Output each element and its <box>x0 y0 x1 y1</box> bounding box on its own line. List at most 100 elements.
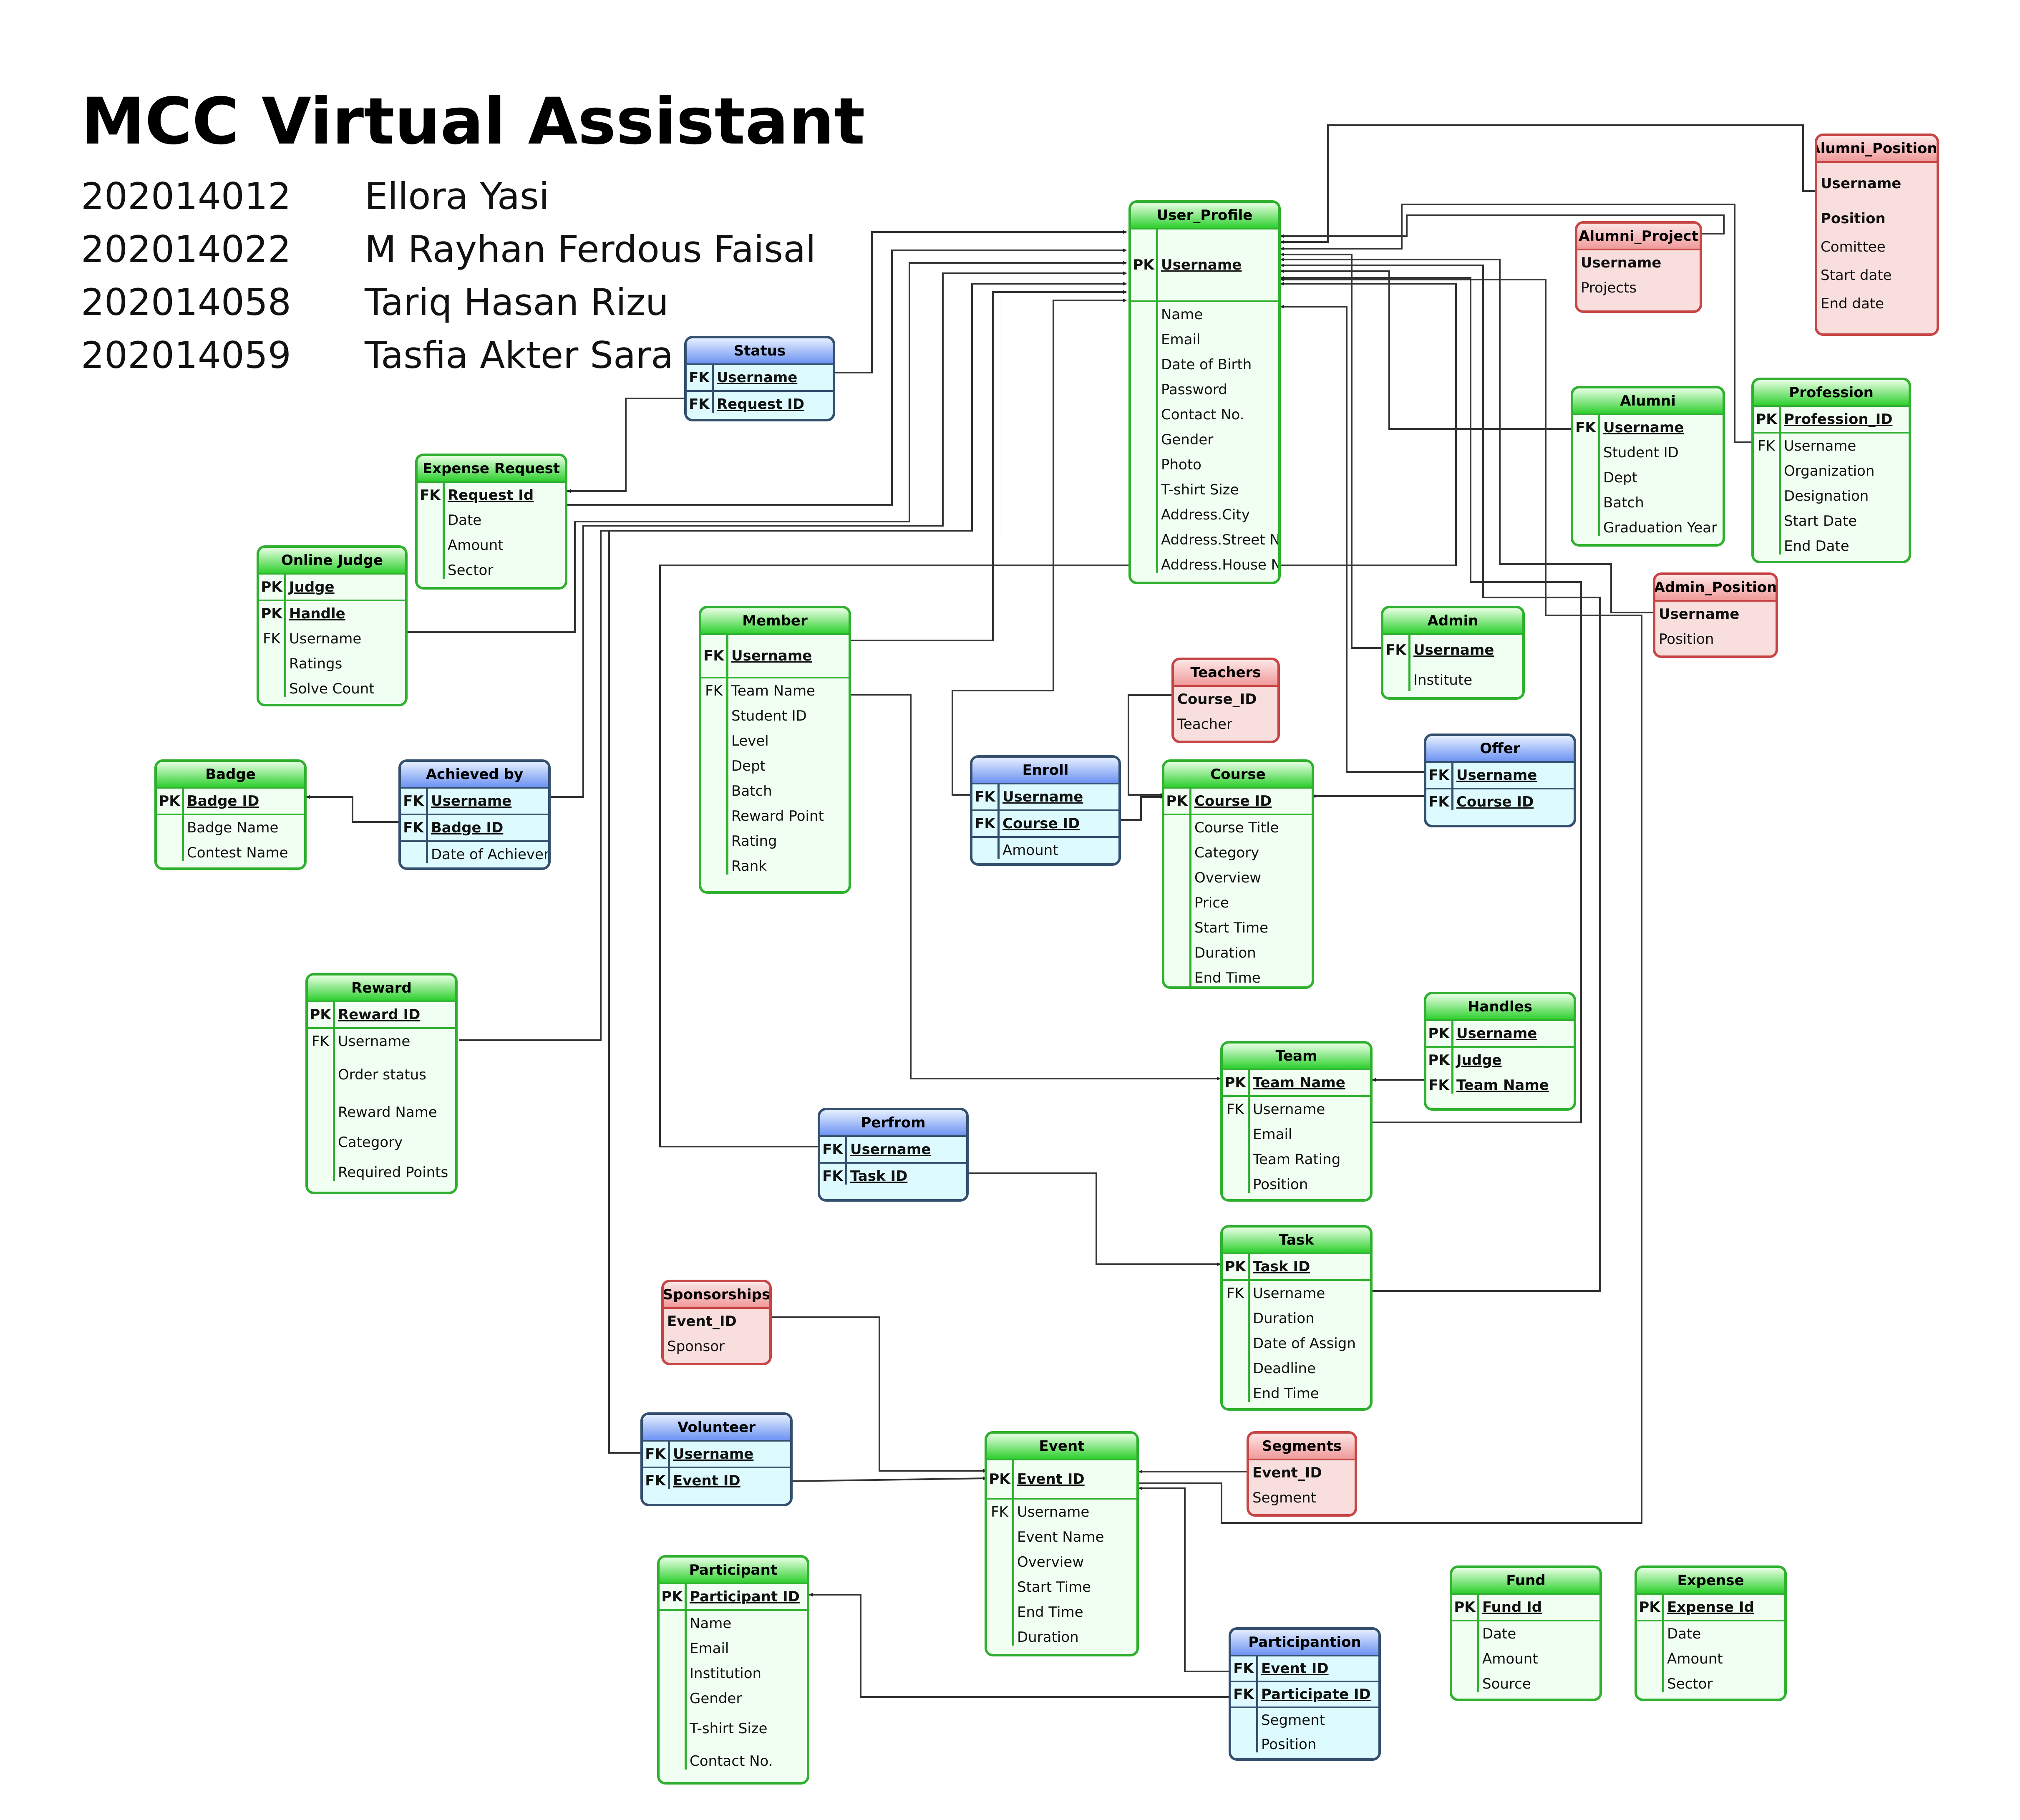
edge-team-user <box>1280 276 1582 1123</box>
column-name: Overview <box>1017 1554 1084 1570</box>
key-marker: FK <box>1233 1660 1254 1677</box>
column-name: Username <box>1413 642 1494 658</box>
column-name: Username <box>1017 1504 1090 1520</box>
key-marker: FK <box>420 487 441 504</box>
table-header: Achieved by <box>401 762 548 789</box>
edge-sponsor-event <box>772 1316 987 1473</box>
table-row: Contact No. <box>660 1749 807 1774</box>
member-id: 202014058 <box>81 281 291 324</box>
column-name: End Time <box>1017 1604 1083 1621</box>
table-row: Position <box>1231 1732 1378 1757</box>
table-row: Graduation Year <box>1573 515 1723 540</box>
column-name: End date <box>1821 295 1884 312</box>
column-name: Badge Name <box>187 819 279 836</box>
column-name: Category <box>338 1134 403 1151</box>
table-row: Sector <box>1637 1671 1784 1696</box>
column-name: Course_ID <box>1177 691 1257 708</box>
column-name: Amount <box>1482 1651 1538 1667</box>
edge-enroll-user <box>952 298 1127 796</box>
column-name: Task ID <box>850 1168 908 1185</box>
table-row: Position <box>1817 204 1937 233</box>
edge-member-team <box>851 694 1221 1081</box>
table-row: Student ID <box>1573 440 1723 465</box>
column-name: Username <box>1253 1101 1325 1118</box>
table-row: Amount <box>418 533 565 558</box>
column-name: Amount <box>1002 842 1058 859</box>
member-id: 202014022 <box>81 228 291 271</box>
key-marker: FK <box>975 789 995 805</box>
table-row: Reward Point <box>701 804 849 829</box>
column-name: Order status <box>338 1066 426 1083</box>
column-name: Graduation Year <box>1603 519 1718 536</box>
table-row: Sector <box>418 558 565 583</box>
column-name: Contact No. <box>1161 406 1244 423</box>
edge-status-expense <box>567 398 684 493</box>
edge-reward-user <box>459 282 1127 1041</box>
column-name: Username <box>1821 175 1902 192</box>
team-members: 202014012 Ellora Yasi 202014022 M Rayhan… <box>81 170 865 382</box>
table-row: Comittee <box>1817 233 1937 261</box>
column-name: Username <box>673 1446 754 1462</box>
column-name: Rank <box>731 858 767 875</box>
column-name: Name <box>1161 306 1203 323</box>
table-row: Password <box>1131 377 1278 402</box>
column-name: Start Time <box>1017 1579 1091 1596</box>
table-row: Segment <box>1231 1708 1378 1732</box>
table-row: Date <box>1452 1621 1599 1646</box>
key-marker: PK <box>1428 1052 1450 1069</box>
table-header: Alumni <box>1573 388 1723 415</box>
column-name: Batch <box>1603 494 1644 511</box>
edge-partion-event <box>1138 1486 1231 1672</box>
diagram-title: MCC Virtual Assistant <box>81 84 865 159</box>
table-row: Source <box>1452 1671 1599 1696</box>
key-marker: FK <box>1758 438 1775 454</box>
edge-status-user <box>834 230 1127 373</box>
column-name: Course Title <box>1194 819 1279 836</box>
table-row: Position <box>1223 1172 1370 1197</box>
table-row: Address.Street No <box>1131 527 1278 552</box>
column-name: Team Rating <box>1253 1151 1341 1168</box>
table-header: Participant <box>660 1558 807 1584</box>
column-name: Segment <box>1252 1490 1316 1506</box>
column-name: Address.Street No <box>1161 532 1281 548</box>
table-row: Teacher <box>1174 712 1277 737</box>
